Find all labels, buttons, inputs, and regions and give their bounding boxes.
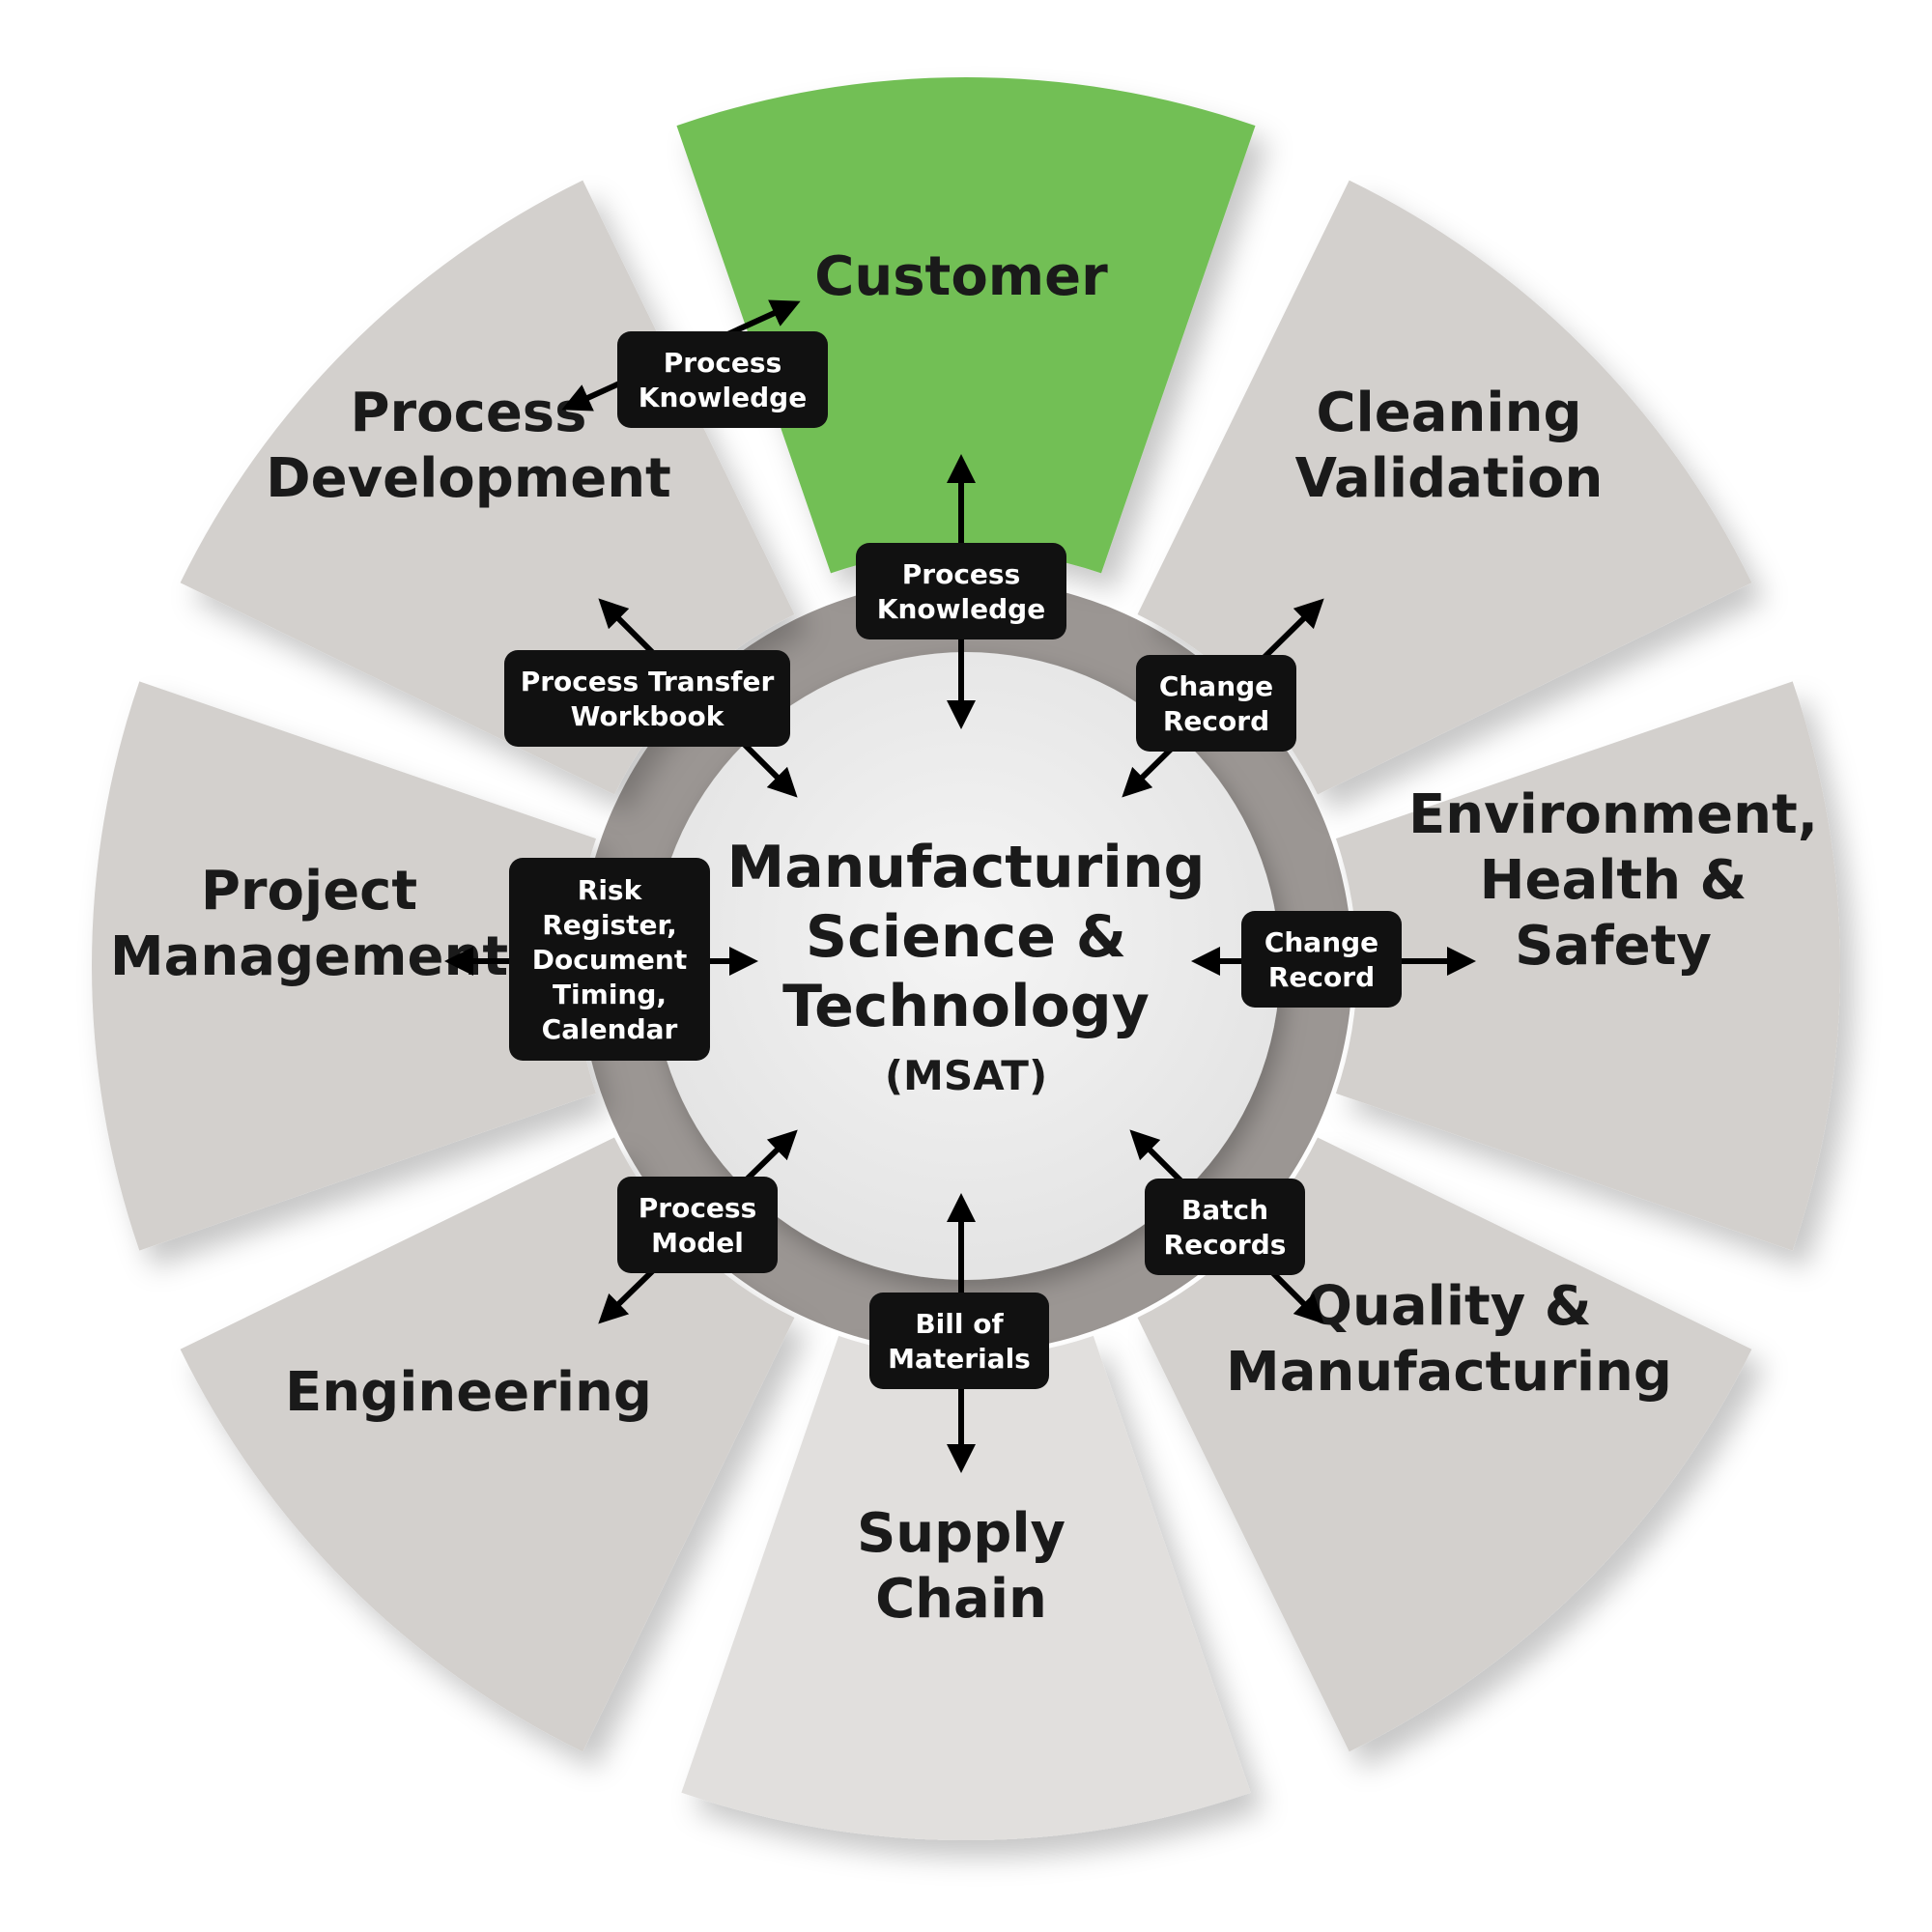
segment-label-supply-chain-line-1: Supply [857, 1502, 1065, 1565]
segment-label-quality-manufacturing-line-1: Quality & [1306, 1275, 1591, 1338]
segment-label-cleaning-validation-line-1: Cleaning [1316, 382, 1581, 444]
connector-label-engineering-center-line-2: Model [651, 1227, 744, 1259]
segment-label-ehs-line-1: Environment, [1408, 783, 1818, 846]
connector-box-quality-center [1145, 1179, 1305, 1275]
segment-label-process-development-line-1: Process [351, 382, 587, 444]
connector-label-ehs-center-line-1: Change [1264, 926, 1378, 958]
connector-label-cleaning-center-line-2: Record [1163, 705, 1269, 737]
connector-label-supply-center-line-2: Materials [888, 1343, 1031, 1375]
center-title-line-1: Manufacturing [727, 834, 1206, 901]
connector-label-ehs-center-line-2: Record [1268, 961, 1375, 993]
center-circle [652, 652, 1280, 1280]
connector-box-supply-center [869, 1293, 1049, 1389]
connector-label-project-center-line-2: Register, [542, 909, 677, 941]
segment-label-project-management-line-2: Management [110, 925, 508, 988]
connector-box-customer-center [856, 543, 1066, 639]
connector-label-project-center-line-1: Risk [578, 874, 643, 906]
connector-label-project-center-line-4: Timing, [553, 979, 667, 1010]
connector-label-process-dev-center-line-1: Process Transfer [521, 666, 775, 697]
segment-supply-chain [681, 1335, 1251, 1840]
connector-label-cleaning-center-line-1: Change [1159, 670, 1273, 702]
connector-label-supply-center-line-1: Bill of [915, 1308, 1004, 1340]
connector-label-process-dev-center-line-2: Workbook [571, 700, 725, 732]
center-title-line-2: Science & [806, 903, 1126, 971]
segment-label-quality-manufacturing-line-2: Manufacturing [1226, 1341, 1672, 1404]
connector-label-customer-process-dev-line-1: Process [664, 347, 782, 379]
connector-box-ehs-center [1241, 911, 1402, 1008]
connector-label-customer-center-line-1: Process [902, 558, 1021, 590]
segment-label-ehs-line-3: Safety [1515, 915, 1712, 978]
segment-ehs [1335, 681, 1840, 1251]
segment-customer [676, 76, 1256, 574]
segment-label-cleaning-validation-line-2: Validation [1295, 447, 1604, 510]
center-title-line-3: Technology [782, 973, 1150, 1040]
segment-project-management [91, 681, 597, 1251]
segment-label-process-development-line-2: Development [266, 447, 671, 510]
connector-label-quality-center-line-2: Records [1164, 1229, 1287, 1261]
segment-label-supply-chain-line-2: Chain [875, 1568, 1047, 1631]
connector-label-project-center-line-5: Calendar [542, 1013, 678, 1045]
segment-label-customer-line-1: Customer [814, 245, 1108, 308]
connector-box-engineering-center [617, 1177, 778, 1273]
connector-box-process-dev-center [504, 650, 790, 747]
connector-label-customer-process-dev-line-2: Knowledge [639, 382, 807, 413]
connector-label-project-center-line-3: Document [532, 944, 688, 976]
connector-label-quality-center-line-1: Batch [1181, 1194, 1268, 1226]
connector-boxes-layer: ProcessKnowledgeProcessKnowledgeProcess … [504, 331, 1402, 1389]
segment-label-engineering-line-1: Engineering [285, 1361, 652, 1424]
segment-label-project-management-line-1: Project [201, 860, 417, 923]
center-subtitle: (MSAT) [885, 1052, 1047, 1099]
connector-box-customer-process-dev [617, 331, 828, 428]
connector-label-customer-center-line-2: Knowledge [877, 593, 1045, 625]
connector-box-cleaning-center [1136, 655, 1296, 752]
connector-box-project-center [509, 858, 710, 1061]
segment-label-ehs-line-2: Health & [1480, 849, 1747, 912]
connector-label-engineering-center-line-1: Process [639, 1192, 757, 1224]
